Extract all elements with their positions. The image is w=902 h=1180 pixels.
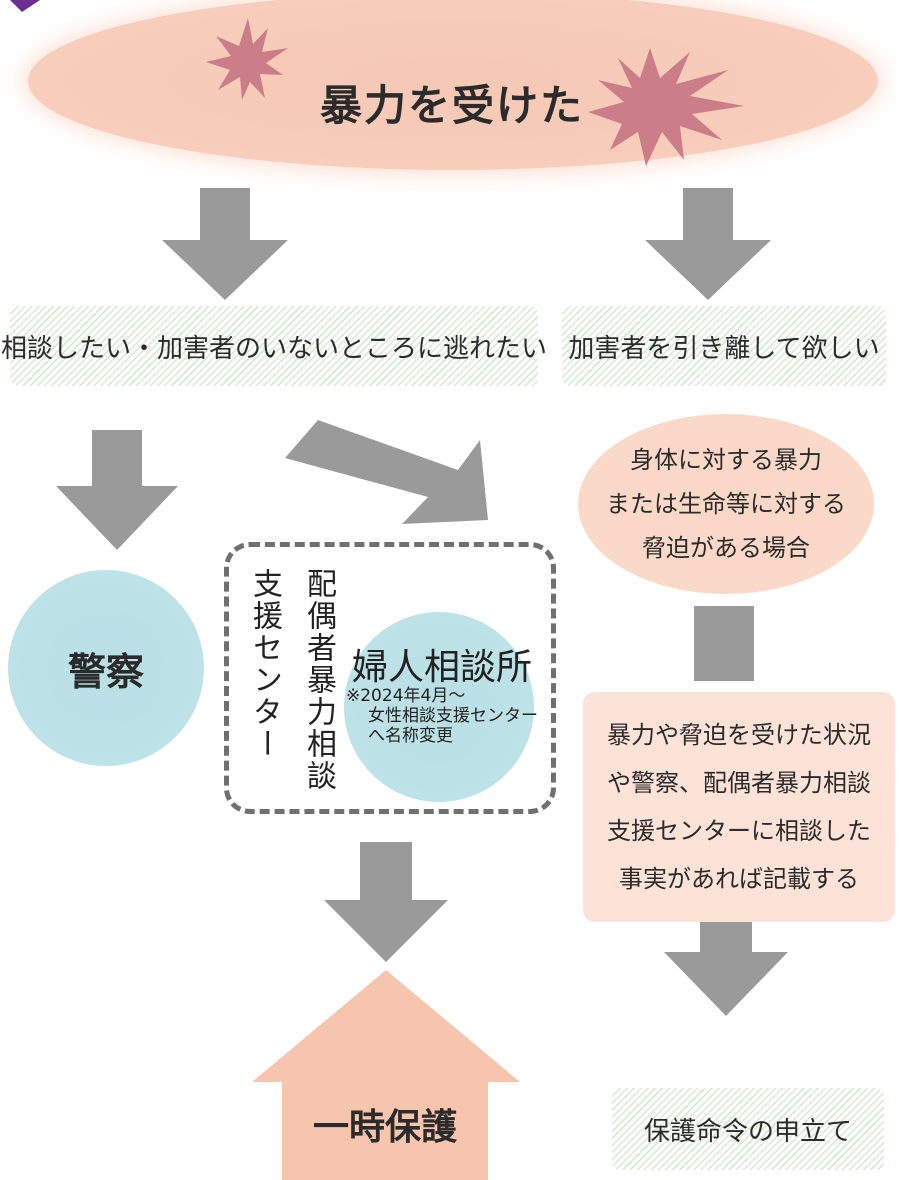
starburst-right-icon [588, 48, 744, 166]
left-branch-label: 相談したい・加害者のいないところに逃れたい [1, 333, 548, 364]
condition-oval: 身体に対する暴力 または生命等に対する 脅迫がある場合 [578, 414, 874, 594]
arrow-diagonal-fujin [285, 420, 488, 524]
dv-center-vertical-text: 配偶者暴力相談 支援センター [242, 568, 340, 792]
condition-line3: 脅迫がある場合 [642, 534, 810, 562]
arrow-down-left [162, 188, 288, 300]
police-circle: 警察 [8, 570, 204, 766]
record-line1: 暴力や脅迫を受けた状況 [607, 721, 871, 749]
left-branch-box: 相談したい・加害者のいないところに逃れたい [1, 306, 547, 386]
dv-center-label-col2: 支援センター [247, 568, 282, 760]
record-line4: 事実があれば記載する [619, 865, 859, 893]
right-branch-label: 加害者を引き離して欲しい [568, 333, 880, 364]
protection-order-label: 保護命令の申立て [643, 1116, 852, 1147]
record-line3: 支援センターに相談した [607, 817, 871, 845]
fujin-note: ※2024年4月～ 女性相談支援センター へ名称変更 [346, 686, 538, 746]
arrow-down-right [645, 188, 771, 300]
arrow-down-police [56, 430, 178, 550]
protection-order-box: 保護命令の申立て [612, 1088, 884, 1170]
record-line2: や警察、配偶者暴力相談 [607, 769, 871, 797]
connector-bar [694, 606, 754, 681]
record-box: 暴力や脅迫を受けた状況 や警察、配偶者暴力相談 支援センターに相談した 事実があ… [583, 692, 895, 922]
starburst-left-icon [206, 18, 288, 100]
condition-line1: 身体に対する暴力 [630, 446, 822, 474]
right-branch-box: 加害者を引き離して欲しい [562, 306, 886, 386]
fujin-title: 婦人相談所 [352, 647, 533, 688]
temporary-shelter-label: 一時保護 [312, 1107, 457, 1148]
dv-center-group [224, 542, 556, 814]
arrow-down-order [664, 882, 788, 1016]
incident-title: 暴力を受けた [320, 81, 585, 130]
police-label: 警察 [67, 649, 144, 694]
fujin-note-line3: へ名称変更 [368, 726, 453, 746]
arrow-down-shelter [324, 842, 448, 962]
fujin-circle [344, 612, 534, 802]
fujin-note-line2: 女性相談支援センター [368, 706, 538, 726]
dv-center-label-col1: 配偶者暴力相談 [301, 568, 336, 792]
condition-line2: または生命等に対する [606, 490, 846, 518]
incident-ellipse [28, 0, 878, 170]
fujin-note-line1: ※2024年4月～ [346, 686, 466, 706]
